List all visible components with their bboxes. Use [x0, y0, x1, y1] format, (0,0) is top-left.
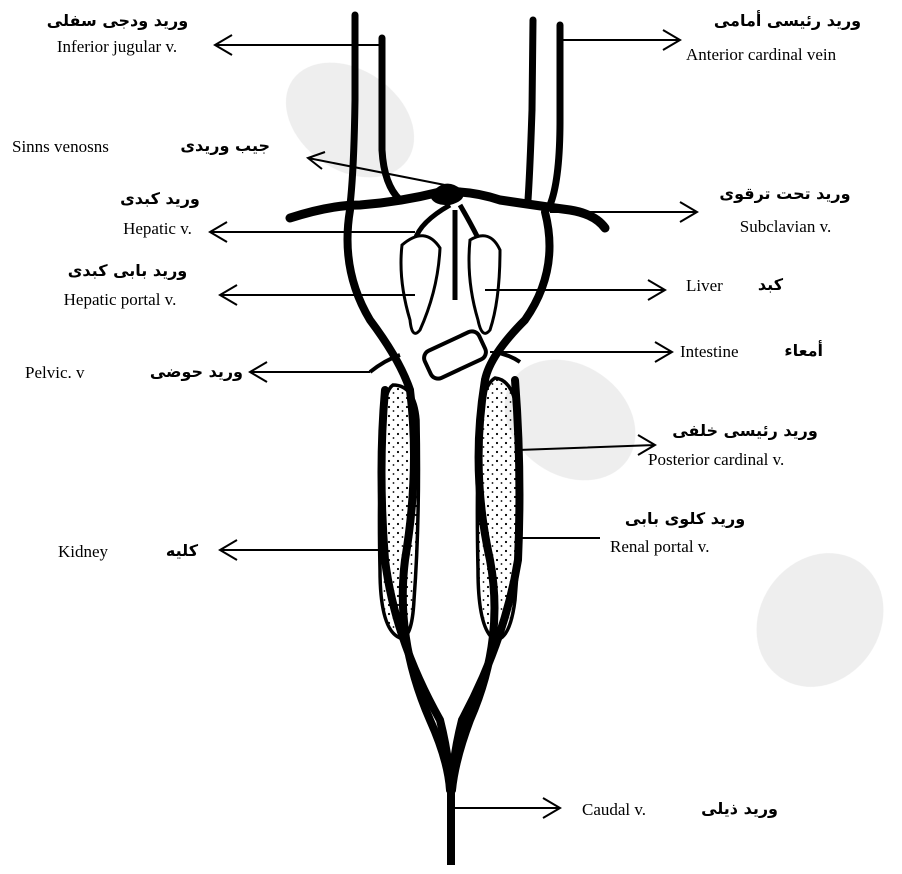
pelvic-label-ar: وريد حوضى — [118, 363, 243, 381]
sinus-venosus-label-ar: جيب وريدى — [160, 137, 270, 155]
anterior-cardinal-label-ar: وريد رئيسى أمامى — [700, 12, 875, 30]
pelvic-label-en: Pelvic. v — [25, 363, 85, 383]
renal-portal-label-en: Renal portal v. — [610, 537, 709, 557]
hepatic-portal-label-ar: وريد بابى كبدى — [45, 262, 210, 280]
hepatic-portal-label-en: Hepatic portal v. — [25, 290, 215, 310]
hepatic-label-en: Hepatic v. — [80, 219, 235, 239]
subclavian-label-ar: وريد تحت ترقوى — [700, 185, 870, 203]
intestine-label-en: Intestine — [680, 342, 739, 362]
sinus-venosus-label-en: Sinns venosns — [12, 137, 109, 157]
anterior-cardinal-label-en: Anterior cardinal vein — [686, 45, 836, 65]
liver-label-en: Liver — [686, 276, 723, 296]
inferior-jugular-label-en: Inferior jugular v. — [22, 37, 212, 57]
inferior-jugular-label-ar: وريد ودجى سفلى — [30, 12, 205, 30]
watermark — [264, 39, 902, 712]
jugular-veins — [350, 15, 560, 205]
intestine-label-ar: أمعاء — [765, 342, 823, 360]
caudal-label-en: Caudal v. — [582, 800, 646, 820]
kidney-label-en: Kidney — [58, 542, 108, 562]
kidney-shapes — [379, 378, 519, 640]
liver-label-ar: كبد — [735, 276, 783, 294]
hepatic-label-ar: وريد كبدى — [85, 190, 235, 208]
renal-portal-label-ar: وريد كلوى بابى — [605, 510, 765, 528]
caudal-label-ar: وريد ذيلى — [678, 800, 778, 818]
subclavian-label-en: Subclavian v. — [708, 217, 863, 237]
posterior-cardinal-label-en: Posterior cardinal v. — [648, 450, 784, 470]
posterior-cardinal-label-ar: وريد رئيسى خلفى — [655, 422, 835, 440]
sinus-venosus-shape — [430, 184, 464, 206]
liver-lobes — [401, 236, 500, 334]
kidney-label-ar: كليه — [138, 542, 198, 560]
